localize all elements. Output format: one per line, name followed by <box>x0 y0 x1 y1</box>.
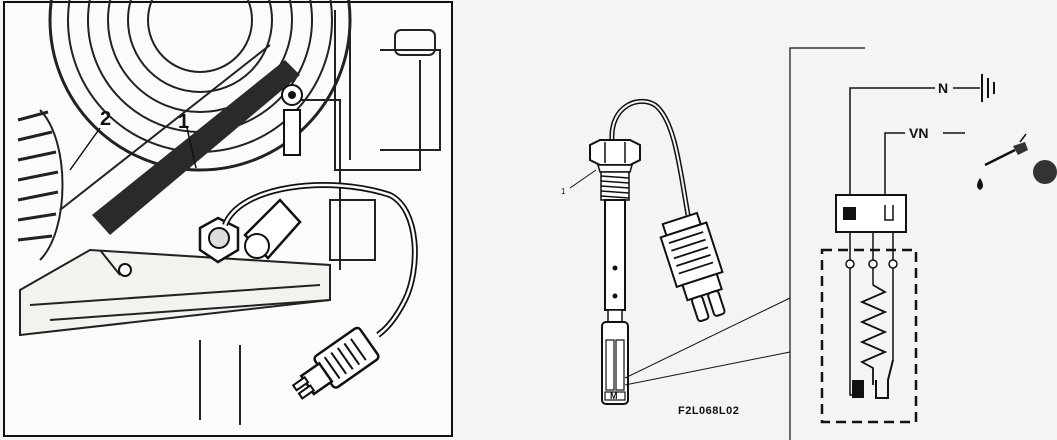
sensor-connector <box>291 326 380 400</box>
resistor-zigzag <box>859 284 888 385</box>
temperature-sensor-hex <box>198 216 240 264</box>
wire-n <box>849 87 935 195</box>
engine-illustration-panel: 1 2 <box>3 0 453 437</box>
engine-block-right <box>300 10 441 270</box>
terminal-n-label: N <box>938 80 948 96</box>
wire-vn <box>884 132 905 195</box>
probe-callout-leader <box>569 169 597 189</box>
warning-lamp-icon <box>977 133 1057 190</box>
bolt-top <box>281 84 303 156</box>
oil-pan <box>19 248 331 425</box>
callout-2-leader <box>69 127 101 171</box>
sensor-probe-panel: M 1 F2L068L02 <box>561 98 791 417</box>
figure-code: F2L068L02 <box>678 405 739 417</box>
sensor-housing-dashed <box>820 248 918 424</box>
zoom-line-upper <box>624 297 791 379</box>
callout-1-leader <box>186 127 197 169</box>
callout-1: 1 <box>178 111 189 133</box>
probe-shaft <box>601 199 629 405</box>
terminal-vn-label: VN <box>909 125 928 141</box>
sensor-terminals <box>845 259 898 269</box>
internal-wire-left <box>849 268 862 396</box>
probe-thread <box>600 171 630 201</box>
probe-connector <box>659 211 726 323</box>
washer <box>118 263 132 277</box>
probe-hex-head <box>589 139 641 173</box>
adjacent-fitting <box>243 198 302 260</box>
probe-callout: 1 <box>561 187 566 196</box>
zoom-line-lower <box>624 351 791 386</box>
cylinder-fins <box>17 109 64 261</box>
schematic-panel: N VN <box>789 47 1057 440</box>
schematic-frame <box>789 47 865 440</box>
probe-marking-M: M <box>610 391 618 401</box>
connector-block <box>835 194 907 262</box>
mounting-bracket <box>92 60 300 235</box>
callout-2: 2 <box>100 108 111 130</box>
ground-icon <box>981 74 995 102</box>
bimetal-contact <box>852 359 894 399</box>
